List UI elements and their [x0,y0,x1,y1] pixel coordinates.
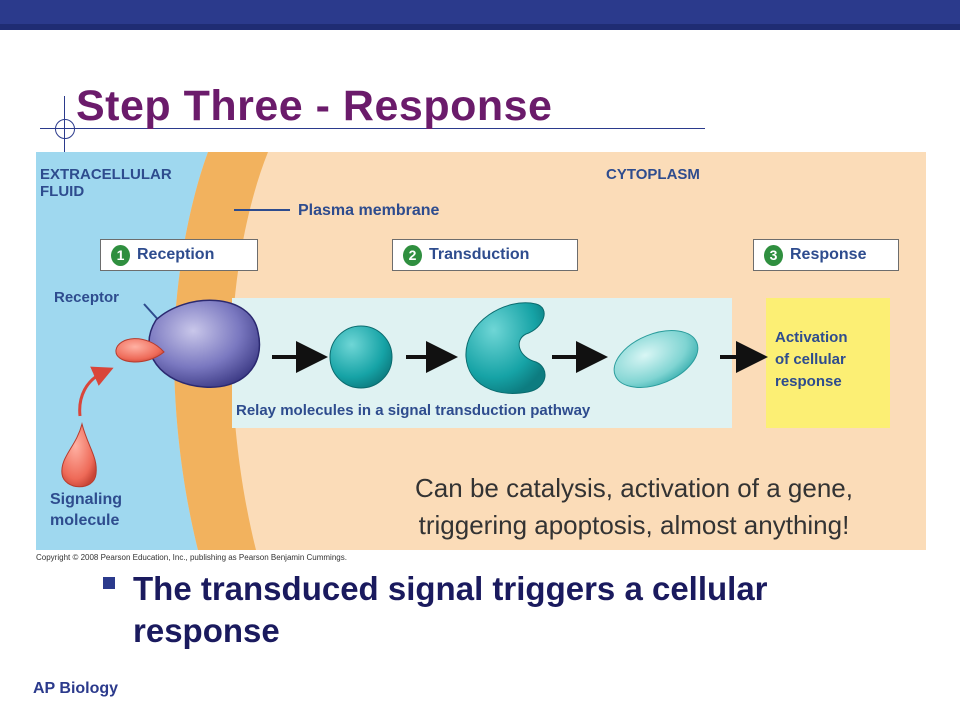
response-text-line2: of cellular [775,351,846,368]
step-response-box: 3 Response [753,239,899,271]
step-2-number: 2 [403,244,422,266]
step-3-label: Response [790,246,867,263]
top-banner-shade [0,24,960,30]
extracellular-label-line1: EXTRACELLULAR [40,166,172,183]
slide-title: Step Three - Response [76,82,553,130]
footer-label: AP Biology [33,680,119,697]
response-panel-text: Activation of cellular response [775,327,848,393]
note-line1: Can be catalysis, activation of a gene, [415,473,853,503]
signaling-label-line1: Signaling [50,491,122,508]
binding-arrow [78,366,114,417]
step-2-label: Transduction [429,246,530,263]
extracellular-label-line2: FLUID [40,183,85,200]
title-rule [40,128,705,129]
note-line2: triggering apoptosis, almost anything! [418,510,850,540]
response-panel [766,298,890,428]
relay-caption: Relay molecules in a signal transduction… [236,402,591,419]
diagram-graphics [36,152,926,550]
relay-molecule-2 [465,302,546,394]
cytoplasm-label: CYTOPLASM [606,166,700,183]
receptor-protein [148,299,261,388]
step-1-number: 1 [111,244,130,266]
signaling-molecule-label: Signaling molecule [50,489,122,531]
relay-molecule-3 [613,330,699,388]
bound-signal-molecule [115,338,165,363]
response-examples-note: Can be catalysis, activation of a gene, … [354,470,914,544]
signal-transduction-diagram: EXTRACELLULAR FLUID CYTOPLASM Plasma mem… [36,152,926,550]
relay-molecule-1 [329,325,393,389]
receptor-label: Receptor [54,289,120,306]
extracellular-label: EXTRACELLULAR FLUID [40,166,172,200]
response-text-line3: response [775,373,842,390]
copyright-notice: Copyright © 2008 Pearson Education, Inc.… [36,553,347,562]
step-3-number: 3 [764,244,783,266]
bullet-point: The transduced signal triggers a cellula… [133,570,768,649]
step-reception-box: 1 Reception [100,239,258,271]
step-1-label: Reception [137,246,215,263]
crosshair-icon [55,119,75,139]
plasma-membrane-label: Plasma membrane [298,202,440,219]
response-text-line1: Activation [775,329,848,346]
bullet-square-icon [103,577,115,589]
signaling-molecule [61,422,97,488]
step-transduction-box: 2 Transduction [392,239,578,271]
signaling-label-line2: molecule [50,512,120,529]
